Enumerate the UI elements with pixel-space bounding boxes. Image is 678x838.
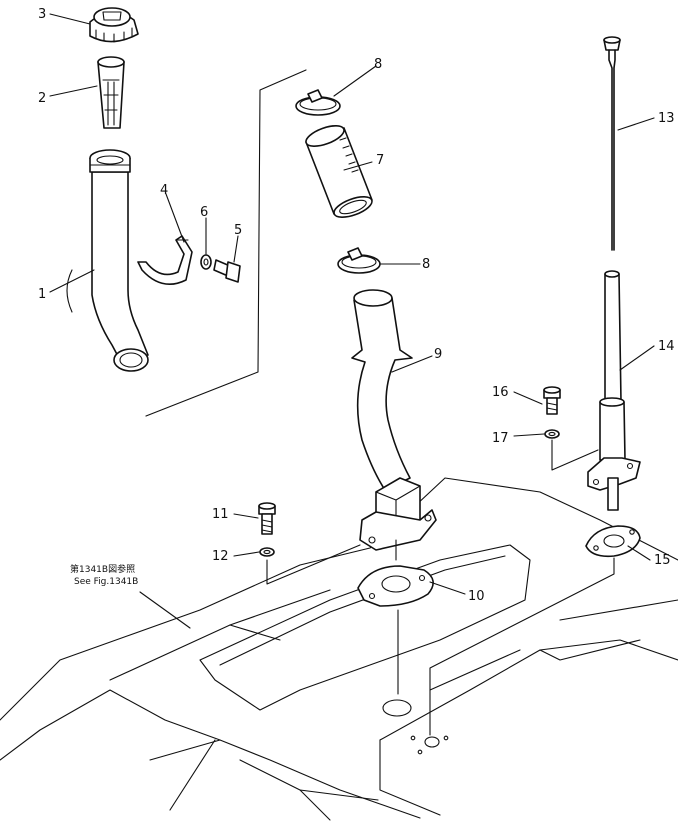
reference-note-jp: 第1341B図参照 bbox=[70, 563, 135, 575]
bolt-16 bbox=[543, 386, 561, 415]
callout-3: 3 bbox=[38, 7, 46, 22]
callout-4: 4 bbox=[160, 183, 168, 198]
reference-note-en: See Fig.1341B bbox=[74, 577, 138, 587]
washer-6 bbox=[200, 254, 212, 270]
callout-6: 6 bbox=[200, 205, 208, 220]
reference-note: 第1341B図参照 See Fig.1341B bbox=[70, 563, 138, 587]
callout-9: 9 bbox=[434, 347, 442, 362]
callout-labels: 1 2 3 4 5 6 7 8 8 9 10 11 12 13 14 15 16… bbox=[38, 7, 675, 604]
callout-13: 13 bbox=[658, 111, 675, 126]
washer-17 bbox=[544, 429, 560, 439]
callout-10: 10 bbox=[468, 589, 485, 604]
hose-clamp-lower bbox=[337, 247, 381, 274]
bolt-5 bbox=[213, 259, 241, 283]
callout-12: 12 bbox=[212, 549, 229, 564]
callout-2: 2 bbox=[38, 91, 46, 106]
gasket-10 bbox=[357, 565, 434, 607]
filler-pipe bbox=[89, 149, 149, 372]
callout-1: 1 bbox=[38, 287, 46, 302]
dipstick-guide bbox=[587, 270, 641, 511]
assembly-lines bbox=[145, 69, 615, 736]
tank-frame bbox=[0, 477, 678, 821]
callout-8-lower: 8 bbox=[422, 257, 430, 272]
washer-12 bbox=[259, 547, 275, 557]
callout-5: 5 bbox=[234, 223, 242, 238]
callout-17: 17 bbox=[492, 431, 509, 446]
callout-15: 15 bbox=[654, 553, 671, 568]
gasket-15 bbox=[585, 525, 641, 558]
callout-8-upper: 8 bbox=[374, 57, 382, 72]
strainer bbox=[97, 56, 125, 129]
hose-clamp-upper bbox=[295, 89, 341, 116]
callout-16: 16 bbox=[492, 385, 509, 400]
callout-14: 14 bbox=[658, 339, 675, 354]
dipstick bbox=[603, 36, 621, 251]
bolt-11 bbox=[258, 502, 276, 535]
elbow-pipe bbox=[351, 289, 437, 551]
leader-lines bbox=[49, 13, 655, 629]
filler-cap bbox=[89, 7, 139, 43]
hose bbox=[305, 125, 373, 218]
callout-11: 11 bbox=[212, 507, 229, 522]
pipe-clamp bbox=[137, 235, 193, 286]
callout-7: 7 bbox=[376, 153, 384, 168]
